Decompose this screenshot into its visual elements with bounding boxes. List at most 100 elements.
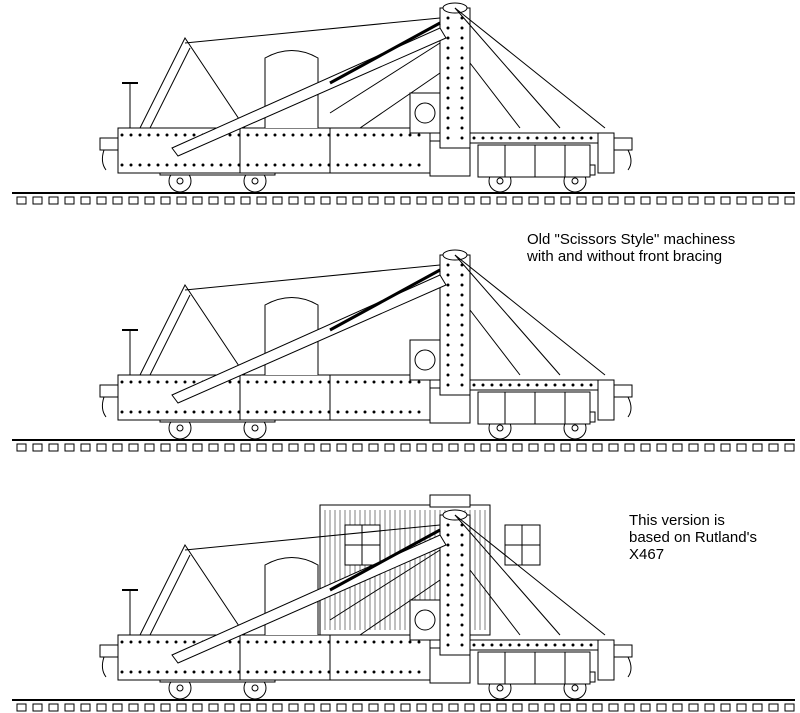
tie (240, 703, 251, 712)
rivet (282, 380, 286, 384)
rivet (363, 380, 367, 384)
rivet (174, 410, 178, 414)
tie (384, 196, 395, 205)
rivet (390, 133, 394, 137)
tie (528, 703, 539, 712)
tie (496, 196, 507, 205)
rivet (446, 333, 450, 337)
rivet (129, 133, 133, 137)
tie (512, 196, 523, 205)
tie (208, 443, 219, 452)
rivet (120, 133, 124, 137)
front-brace (329, 42, 441, 114)
tie (448, 196, 459, 205)
tie (400, 196, 411, 205)
rivet (381, 670, 385, 674)
rivet (446, 373, 450, 377)
rivet (446, 593, 450, 597)
rivet (490, 643, 494, 647)
axle (496, 684, 504, 692)
tie (640, 703, 651, 712)
tie (592, 196, 603, 205)
tie (704, 196, 715, 205)
rivet (571, 643, 575, 647)
rivet (147, 410, 151, 414)
rivet (138, 410, 142, 414)
tie (496, 703, 507, 712)
rivet (390, 640, 394, 644)
tie (528, 443, 539, 452)
rivet (165, 380, 169, 384)
tie (80, 196, 91, 205)
rivet (390, 670, 394, 674)
rear-coupler (613, 644, 633, 658)
rivet (345, 163, 349, 167)
rivet (300, 640, 304, 644)
boom-cylinder (329, 528, 441, 592)
rivet (446, 343, 450, 347)
tie (432, 443, 443, 452)
tie (128, 443, 139, 452)
rivet (273, 163, 277, 167)
rear-brace (454, 254, 606, 376)
rivet (264, 640, 268, 644)
tie (688, 196, 699, 205)
front-brace (359, 72, 441, 129)
rivet (553, 383, 557, 387)
tie (192, 196, 203, 205)
rivet (481, 643, 485, 647)
scissors-style-without-front-bracing (12, 249, 795, 452)
tie (112, 703, 123, 712)
rivet (345, 380, 349, 384)
rivet (246, 670, 250, 674)
rivet (318, 410, 322, 414)
rivet (544, 383, 548, 387)
rivet (264, 163, 268, 167)
tie (304, 196, 315, 205)
tie (288, 196, 299, 205)
rivet (446, 16, 450, 20)
tie (48, 443, 59, 452)
rivet (300, 670, 304, 674)
axle (251, 177, 259, 185)
rivet (460, 333, 464, 337)
rivet (183, 380, 187, 384)
rivet (526, 136, 530, 140)
rivet (460, 373, 464, 377)
rivet (300, 410, 304, 414)
tie (576, 196, 587, 205)
tie (752, 703, 763, 712)
rivet (192, 670, 196, 674)
rivet (408, 640, 412, 644)
rivet (363, 640, 367, 644)
tie (208, 703, 219, 712)
tie (720, 196, 731, 205)
air-hose (627, 396, 632, 418)
rivet (460, 96, 464, 100)
rivet (219, 410, 223, 414)
tie (320, 196, 331, 205)
axle (571, 424, 579, 432)
rivet (282, 163, 286, 167)
rivet (183, 410, 187, 414)
rivet (446, 96, 450, 100)
rivet (446, 623, 450, 627)
rivet (460, 46, 464, 50)
rivet (446, 36, 450, 40)
axle (496, 424, 504, 432)
rivet (446, 553, 450, 557)
tie (352, 443, 363, 452)
rivet (255, 670, 259, 674)
tie (272, 196, 283, 205)
rivet (446, 126, 450, 130)
rivet (228, 380, 232, 384)
tie (608, 196, 619, 205)
tie (656, 703, 667, 712)
tie (224, 703, 235, 712)
rivet (460, 523, 464, 527)
rear-end (597, 639, 615, 681)
tie (176, 703, 187, 712)
rivet (372, 380, 376, 384)
tie (96, 196, 107, 205)
